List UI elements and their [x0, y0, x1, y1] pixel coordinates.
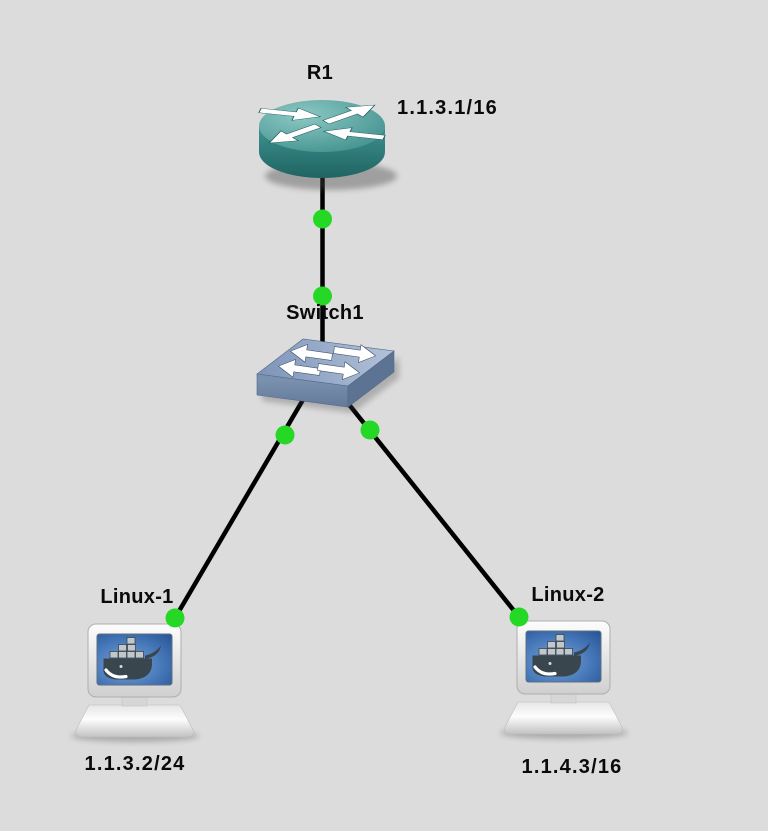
- status-dots-layer: [165, 209, 529, 628]
- router-icon: [256, 99, 388, 178]
- node-r1[interactable]: [256, 99, 397, 190]
- link-status-dot: [165, 608, 185, 628]
- ip-annotation-linux2[interactable]: 1.1.4.3/16: [521, 756, 623, 778]
- node-label-switch1[interactable]: Switch1: [286, 302, 364, 324]
- switch-right-face: [347, 350, 395, 408]
- node-label-linux2[interactable]: Linux-2: [531, 584, 605, 606]
- node-label-linux1[interactable]: Linux-1: [100, 586, 174, 608]
- ip-annotation-r1[interactable]: 1.1.3.1/16: [397, 97, 498, 119]
- ethernet-switch-icon: [256, 338, 395, 408]
- node-linux1[interactable]: [71, 624, 199, 742]
- node-label-r1[interactable]: R1: [306, 62, 334, 84]
- link-status-dot: [313, 209, 332, 229]
- ip-annotation-linux1[interactable]: 1.1.3.2/24: [84, 753, 186, 775]
- link-status-dot: [313, 286, 332, 306]
- link-status-dot: [509, 607, 529, 627]
- node-linux2[interactable]: [500, 621, 628, 739]
- node-switch1[interactable]: [256, 338, 399, 413]
- link-status-dot: [275, 425, 295, 445]
- link-status-dot: [360, 420, 380, 440]
